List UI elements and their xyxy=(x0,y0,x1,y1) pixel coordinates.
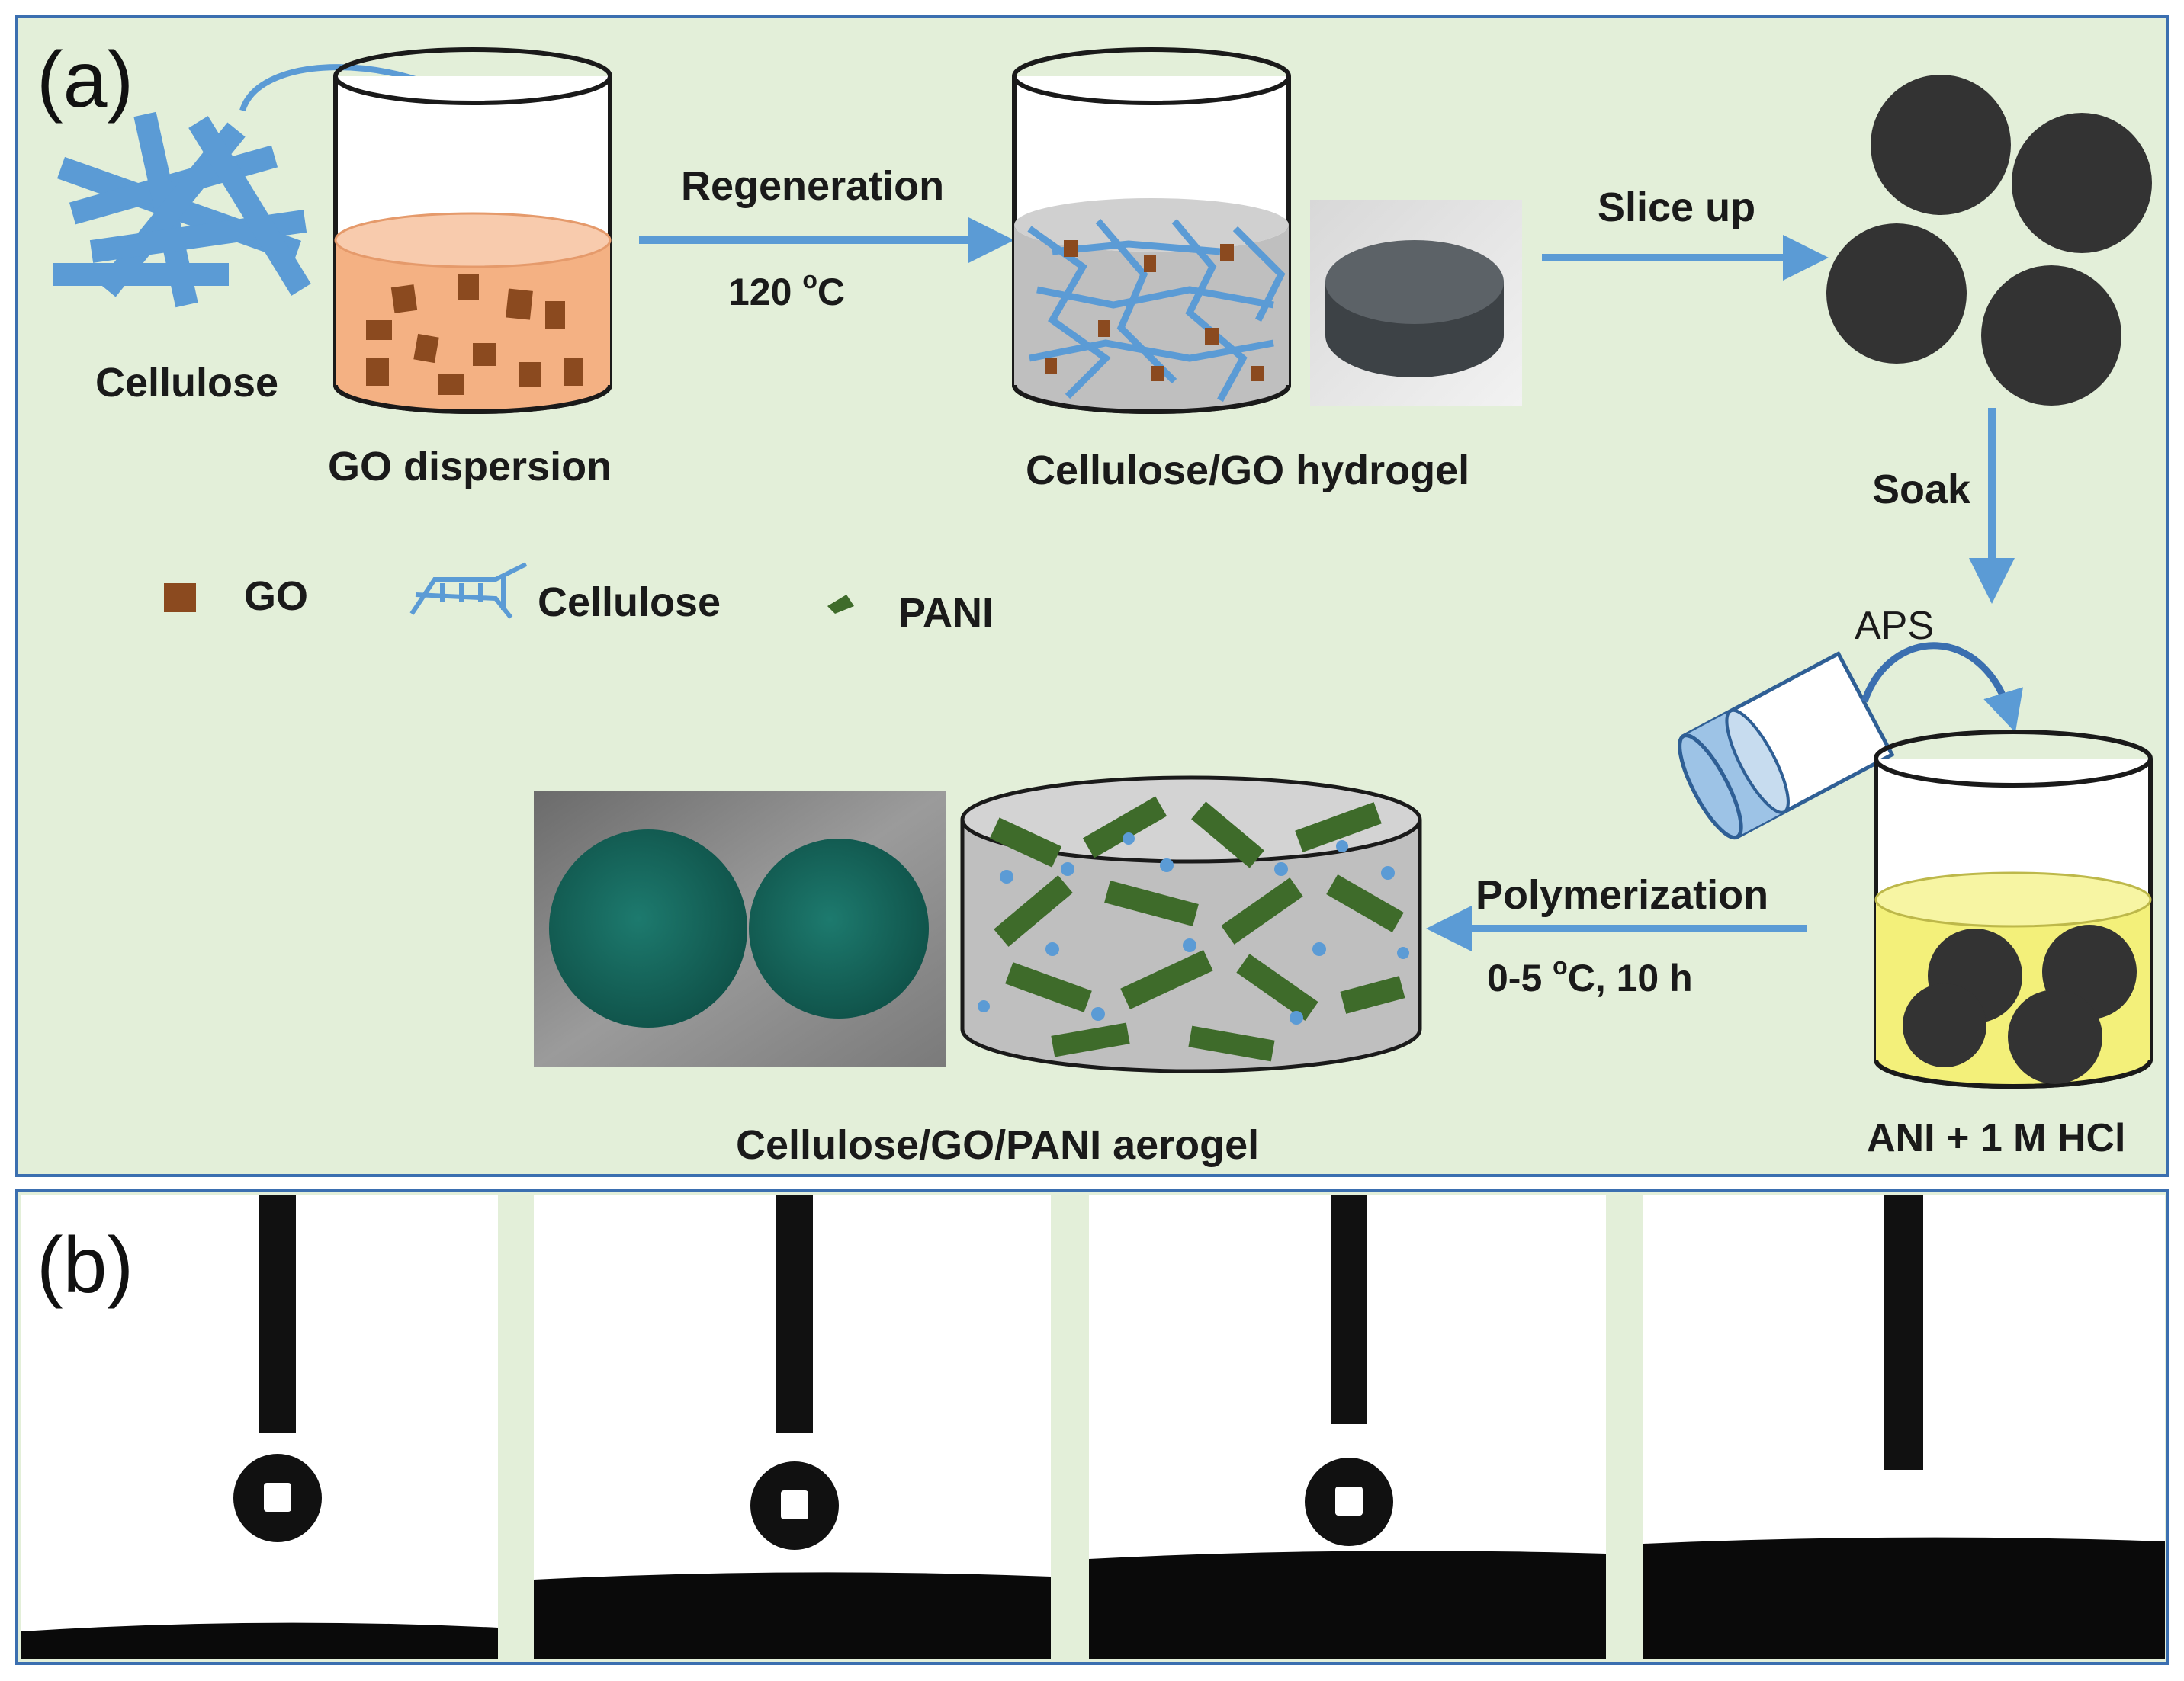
sliced-discs xyxy=(1826,75,2152,406)
aerogel-label: Cellulose/GO/PANI aerogel xyxy=(736,1122,1259,1168)
conditions-label: 0-5 oC, 10 h xyxy=(1487,952,1693,999)
cellulose-label: Cellulose xyxy=(95,360,278,406)
go-flake-icon xyxy=(164,583,196,612)
droplet-frame-3 xyxy=(1089,1195,1606,1659)
aps-vial xyxy=(1678,651,1895,840)
polymerization-label: Polymerization xyxy=(1476,872,1768,918)
aerogel-container xyxy=(960,775,1422,1073)
panel-b: (b) xyxy=(15,1189,2169,1665)
soaked-discs xyxy=(1903,925,2137,1084)
temperature-label: 120 oC xyxy=(728,266,845,313)
go-flakes xyxy=(366,274,583,395)
droplet-frame-2 xyxy=(534,1195,1051,1659)
aps-curved-arrow-icon xyxy=(1861,642,2023,733)
cellulose-fibers-icon xyxy=(53,111,311,308)
panel-b-letter: (b) xyxy=(37,1221,133,1310)
hydrogel-label: Cellulose/GO hydrogel xyxy=(1026,448,1469,493)
aps-label: APS xyxy=(1855,604,1934,648)
beaker-hydrogel xyxy=(1012,47,1291,414)
cellulose-network-icon xyxy=(410,562,528,619)
legend-cellulose-label: Cellulose xyxy=(538,579,721,625)
ani-hcl-label: ANI + 1 M HCl xyxy=(1867,1116,2126,1160)
aerogel-photo xyxy=(534,791,946,1067)
legend-go-label: GO xyxy=(244,573,308,619)
droplet-frame-4 xyxy=(1643,1195,2165,1659)
regeneration-label: Regeneration xyxy=(681,163,944,209)
panel-a: (a) Cellulose xyxy=(15,15,2169,1177)
slice-up-label: Slice up xyxy=(1598,184,1755,230)
beaker-go-dispersion xyxy=(333,47,612,414)
legend: GO Cellulose PANI xyxy=(164,562,994,636)
pani-flake-icon xyxy=(827,595,854,614)
pani-particles xyxy=(978,832,1409,1025)
panel-a-letter: (a) xyxy=(37,36,133,124)
beaker-ani-hcl xyxy=(1874,730,2153,1089)
hydrogel-photo xyxy=(1310,200,1522,406)
droplet-frame-1 xyxy=(21,1195,498,1659)
pani-network xyxy=(989,796,1405,1062)
go-dispersion-label: GO dispersion xyxy=(328,444,612,489)
soak-label: Soak xyxy=(1872,467,1971,512)
legend-pani-label: PANI xyxy=(898,590,994,636)
hydrogel-go-flakes xyxy=(1045,240,1264,381)
